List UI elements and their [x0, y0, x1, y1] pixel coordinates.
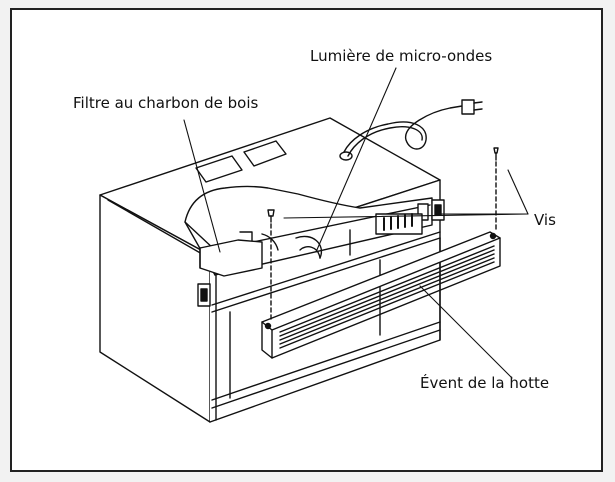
label-screws: Vis — [534, 211, 556, 229]
charcoal-filter — [199, 239, 263, 277]
leader-lines — [183, 67, 529, 379]
label-hood-vent: Évent de la hotte — [420, 374, 550, 392]
hood-vent — [261, 231, 501, 359]
label-charcoal-filter: Filtre au charbon de bois — [73, 94, 259, 112]
alignment-lines — [270, 161, 497, 323]
label-microwave-light: Lumière de micro-ondes — [310, 47, 493, 65]
screws — [267, 147, 499, 223]
control-strip — [375, 213, 423, 235]
microwave-cabinet — [99, 117, 441, 423]
power-cord — [339, 99, 483, 161]
